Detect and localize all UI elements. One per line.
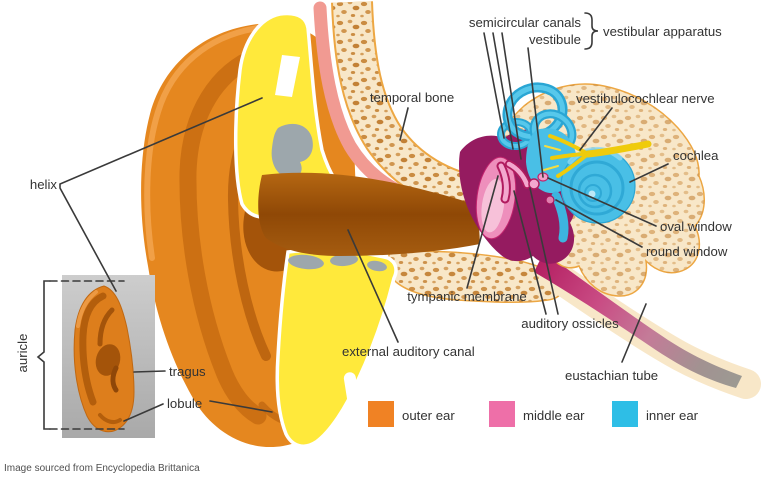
label-vestibular-apparatus: vestibular apparatus xyxy=(603,24,722,39)
label-eustachian-tube: eustachian tube xyxy=(565,368,658,383)
label-auditory-ossicles: auditory ossicles xyxy=(521,316,619,331)
fat-white-slot xyxy=(343,372,363,424)
eustachian-tube-leader-line xyxy=(621,303,647,363)
tragus-leader-line xyxy=(133,370,166,373)
legend-swatch-middle-ear xyxy=(489,401,515,427)
temporal-bone-leader-line xyxy=(399,107,409,141)
label-tympanic-membrane: tympanic membrane xyxy=(407,289,526,304)
helix-leader-line xyxy=(59,97,263,292)
label-round-window: round window xyxy=(646,244,728,259)
legend-swatch-outer-ear xyxy=(368,401,394,427)
helix-inner-ridge xyxy=(179,45,271,425)
auricle-bracket xyxy=(36,280,51,430)
cochlea-leader-line xyxy=(629,163,669,183)
inner-ear-tail xyxy=(551,191,569,243)
external-auditory-canal-shape xyxy=(258,172,480,256)
label-semicircular-canals: semicircular canals xyxy=(469,15,582,30)
lobule-leader-line xyxy=(209,400,273,413)
label-oval-window: oval window xyxy=(660,219,732,234)
legend: outer ear middle ear inner ear xyxy=(368,401,699,427)
tympanic-membrane-leader-line xyxy=(466,175,499,289)
semicircular-canals-leader-line xyxy=(483,32,505,139)
round-window-leader-line xyxy=(555,199,643,248)
gray-tissue-blob xyxy=(330,253,358,267)
attribution-text: Image sourced from Encyclopedia Brittani… xyxy=(4,463,200,474)
helix-rim-highlight xyxy=(144,25,261,261)
label-vestibulocochlear-nerve: vestibulocochlear nerve xyxy=(576,91,715,106)
label-helix: helix xyxy=(30,177,58,192)
fat-pad-lower xyxy=(275,248,398,448)
legend-label-middle-ear: middle ear xyxy=(523,408,585,423)
illustration xyxy=(36,0,761,448)
vestibulocochlear-nerve-shape xyxy=(543,134,652,178)
legend-label-inner-ear: inner ear xyxy=(646,408,699,423)
auricle-inset xyxy=(62,275,155,438)
gray-tissue-blob xyxy=(288,254,324,270)
cochlea-shape xyxy=(560,146,636,224)
labels: semicircular canals vestibule vestibular… xyxy=(15,15,732,411)
temporal-bone-lower xyxy=(387,250,566,304)
label-lobule: lobule xyxy=(167,396,202,411)
semicircular-canals-leader-line xyxy=(492,32,514,150)
label-vestibule: vestibule xyxy=(529,32,581,47)
vestibular-apparatus-brace xyxy=(584,12,599,50)
round-window-shape xyxy=(545,195,555,205)
gray-tissue-blob xyxy=(271,123,313,179)
label-external-auditory-canal: external auditory canal xyxy=(342,344,475,359)
label-temporal-bone: temporal bone xyxy=(370,90,454,105)
legend-swatch-inner-ear xyxy=(612,401,638,427)
gray-tissue-blob xyxy=(367,260,387,272)
eustachian-tube-shape xyxy=(534,252,742,388)
label-auricle: auricle xyxy=(15,334,30,373)
auditory-ossicles-shape xyxy=(496,160,540,204)
fat-white-slot xyxy=(275,55,300,97)
legend-label-outer-ear: outer ear xyxy=(402,408,455,423)
leader-lines xyxy=(59,12,669,422)
lobule-leader-line xyxy=(123,403,164,422)
external-auditory-canal-leader-line xyxy=(347,229,399,343)
auditory-ossicles-leader-line xyxy=(513,190,547,315)
label-cochlea: cochlea xyxy=(673,148,719,163)
vestibulocochlear-nerve-leader-line xyxy=(579,107,613,151)
oval-window-leader-line xyxy=(547,177,657,227)
vestibule-leader-line xyxy=(527,47,544,178)
temporal-bone-band xyxy=(331,1,487,219)
label-tragus: tragus xyxy=(169,364,206,379)
auditory-ossicles-leader-line xyxy=(529,187,559,315)
semicircular-canals-leader-line xyxy=(501,32,522,160)
